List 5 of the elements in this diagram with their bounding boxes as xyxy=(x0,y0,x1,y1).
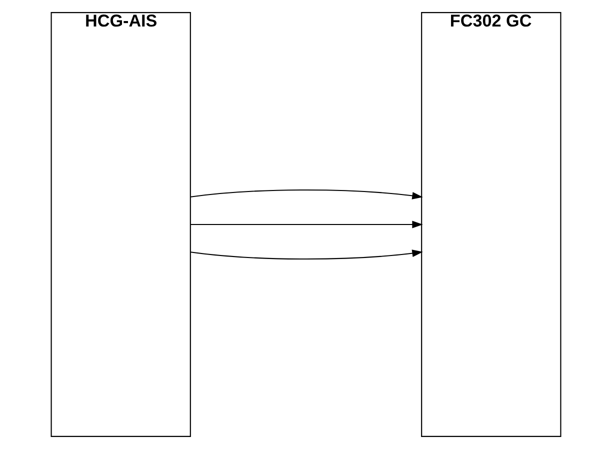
arrow xyxy=(190,189,422,200)
arrow xyxy=(190,220,422,228)
node-box: HCG-AIS xyxy=(50,12,190,437)
arrow xyxy=(190,250,422,260)
node-box: FC302 GC xyxy=(420,12,561,437)
